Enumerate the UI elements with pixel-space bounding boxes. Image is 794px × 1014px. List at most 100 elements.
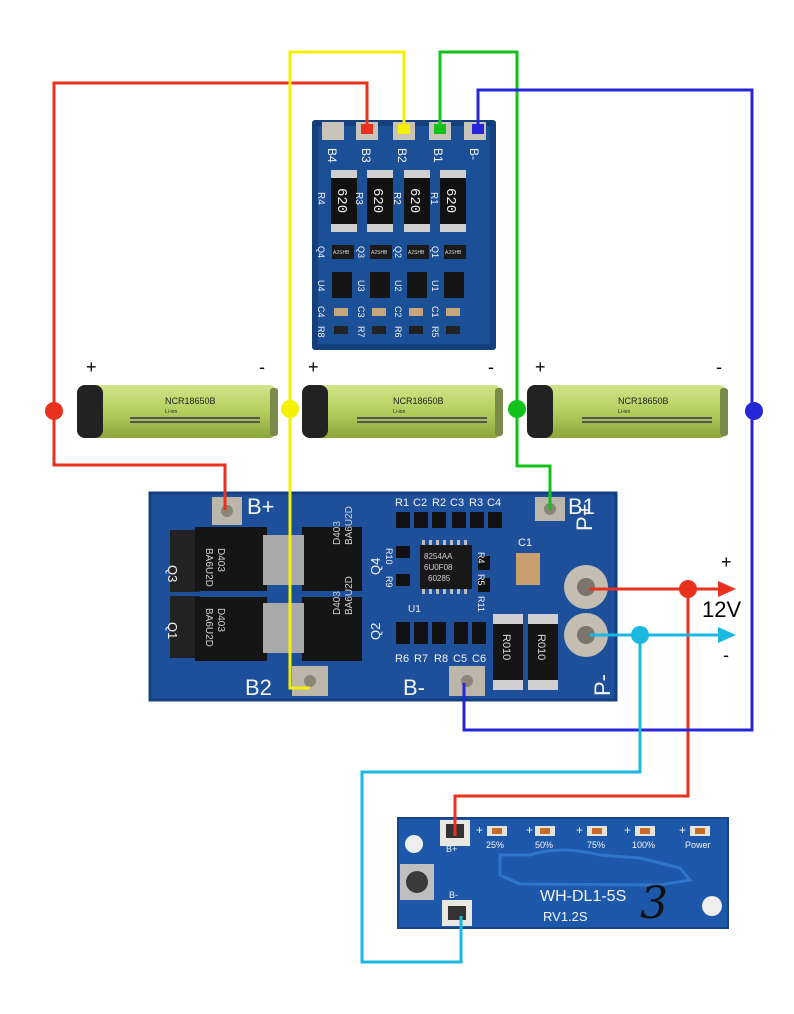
balancer-small-parts [334, 308, 460, 334]
balancer-pad-label: B1 [431, 148, 445, 163]
battery-minus-label: - [716, 357, 722, 377]
indicator-revision: RV1.2S [543, 909, 588, 924]
bms-ic-ref: U1 [408, 604, 421, 615]
bms-top-ref: C2 [413, 497, 427, 509]
balancer-cap-ref: C1 [430, 306, 440, 318]
balancer-bottom-ref: R8 [316, 326, 326, 338]
indicator-level: 25% [486, 840, 504, 850]
arrow-plus [718, 581, 736, 597]
bms-side-ref: R4 [476, 552, 486, 564]
bms-top-parts [396, 512, 502, 528]
battery-plus-label: + [308, 357, 319, 377]
wire-green [438, 50, 552, 510]
bms-bottom-ref: R6 [395, 653, 409, 665]
mosfet-code: BA6U2D [344, 506, 355, 545]
bms-top-ref: C4 [487, 497, 501, 509]
indicator-button-cap[interactable] [406, 871, 428, 893]
bms-q-ref: Q3 [165, 565, 180, 582]
balancer-bottom-ref: R6 [393, 326, 403, 338]
indicator-level: 75% [587, 840, 605, 850]
balancer-resistor-value: 620 [442, 188, 458, 213]
junction-red [45, 402, 63, 420]
bms-bottom-ref: R7 [414, 653, 428, 665]
arrow-minus [718, 627, 736, 643]
bms-cap-ref: C1 [518, 537, 532, 549]
indicator-pad-bminus: B- [449, 890, 458, 900]
bms-pad-b1: B1 [568, 494, 595, 519]
balancer-ics [332, 272, 464, 298]
balancer-ic-ref: U2 [393, 280, 403, 292]
balancer-ic-ref: U4 [316, 280, 326, 292]
bms-side-ref: R10 [384, 548, 394, 565]
mosfet-part: D403 [215, 548, 226, 572]
bms-board: B+ B1 B2 B- P+ P- D403 BA6U2D D403 BA6U2… [148, 491, 618, 702]
balancer-resistor-ref: R4 [315, 192, 326, 205]
mosfet-marking: A2SHB [333, 250, 350, 256]
svg-text:+: + [679, 823, 686, 837]
balancer-board: B4 B3 B2 B1 B- 620 620 620 620 [312, 120, 496, 350]
balancer-mosfets [332, 245, 466, 259]
junction-cyan-output [631, 626, 649, 644]
balancer-mosfet-ref: Q4 [316, 246, 326, 258]
bms-mosfets [170, 527, 362, 661]
bms-top-ref: R1 [395, 497, 409, 509]
bms-ic [420, 540, 472, 594]
junction-red-output [679, 580, 697, 598]
mosfet-code: BA6U2D [344, 576, 355, 615]
battery-minus-label: - [488, 357, 494, 377]
mount-hole [405, 835, 423, 853]
bms-pad-bminus: B- [403, 675, 425, 700]
balancer-ic-ref: U1 [430, 280, 440, 292]
ic-marking: 8254AA [424, 552, 453, 561]
indicator-pad-bplus: B+ [446, 844, 457, 854]
handwritten-mark: 3 [640, 878, 668, 929]
bms-top-ref: R3 [469, 497, 483, 509]
balancer-resistors [331, 170, 466, 232]
battery-plus-label: + [86, 357, 97, 377]
bms-pad-bplus: B+ [247, 494, 275, 519]
bms-top-ref: R2 [432, 497, 446, 509]
bms-cap-c1 [516, 553, 540, 585]
output-voltage-label: 12V [702, 597, 741, 622]
mosfet-code: BA6U2D [203, 608, 214, 647]
balancer-resistor-ref: R2 [391, 192, 402, 205]
battery-minus-label: - [259, 357, 265, 377]
indicator-model: WH-DL1-5S [540, 888, 626, 905]
bms-side-ref: R11 [476, 596, 486, 612]
bms-q-ref: Q4 [368, 558, 383, 575]
bms-pad-b2: B2 [245, 675, 272, 700]
battery-model: NCR18650B [618, 396, 669, 406]
mosfet-code: BA6U2D [203, 548, 214, 587]
mosfet-part: D403 [215, 608, 226, 632]
bms-side-ref: R9 [384, 576, 394, 588]
output-plus-label: + [721, 552, 732, 572]
battery-chem: Li-ion [393, 409, 405, 415]
junction-blue [745, 402, 763, 420]
battery-chem: Li-ion [165, 409, 177, 415]
bms-side-ref: R5 [476, 574, 486, 586]
indicator-level: 100% [632, 840, 655, 850]
balancer-bottom-ref: R5 [430, 326, 440, 338]
bms-bottom-ref: C5 [453, 653, 467, 665]
battery-model: NCR18650B [393, 396, 444, 406]
bms-top-ref: C3 [450, 497, 464, 509]
balancer-resistor-ref: R1 [428, 192, 439, 205]
shunt-value: R010 [500, 634, 512, 660]
indicator-board: B+ B- 25% 50% 75% 100% Power +++++ WH-DL… [397, 817, 729, 929]
mosfet-part: D403 [332, 521, 343, 545]
wire-red-balance [52, 81, 369, 510]
balancer-pad-label: B3 [359, 148, 373, 163]
balancer-pad-label: B4 [325, 148, 339, 163]
bms-q-ref: Q1 [165, 622, 180, 639]
balancer-pad-label: B2 [395, 148, 409, 163]
bms-pad-pplus: P+ [572, 503, 597, 531]
shunt-value: R010 [535, 634, 547, 660]
battery-plus-label: + [535, 357, 546, 377]
balancer-resistor-value: 620 [333, 188, 349, 213]
indicator-level: 50% [535, 840, 553, 850]
bms-pad-pminus: P- [590, 674, 615, 696]
battery-2: NCR18650B Li-ion [302, 385, 503, 438]
wire-yellow [288, 50, 406, 690]
wire-red-indicator [453, 589, 690, 836]
ic-marking: 60285 [428, 574, 451, 583]
